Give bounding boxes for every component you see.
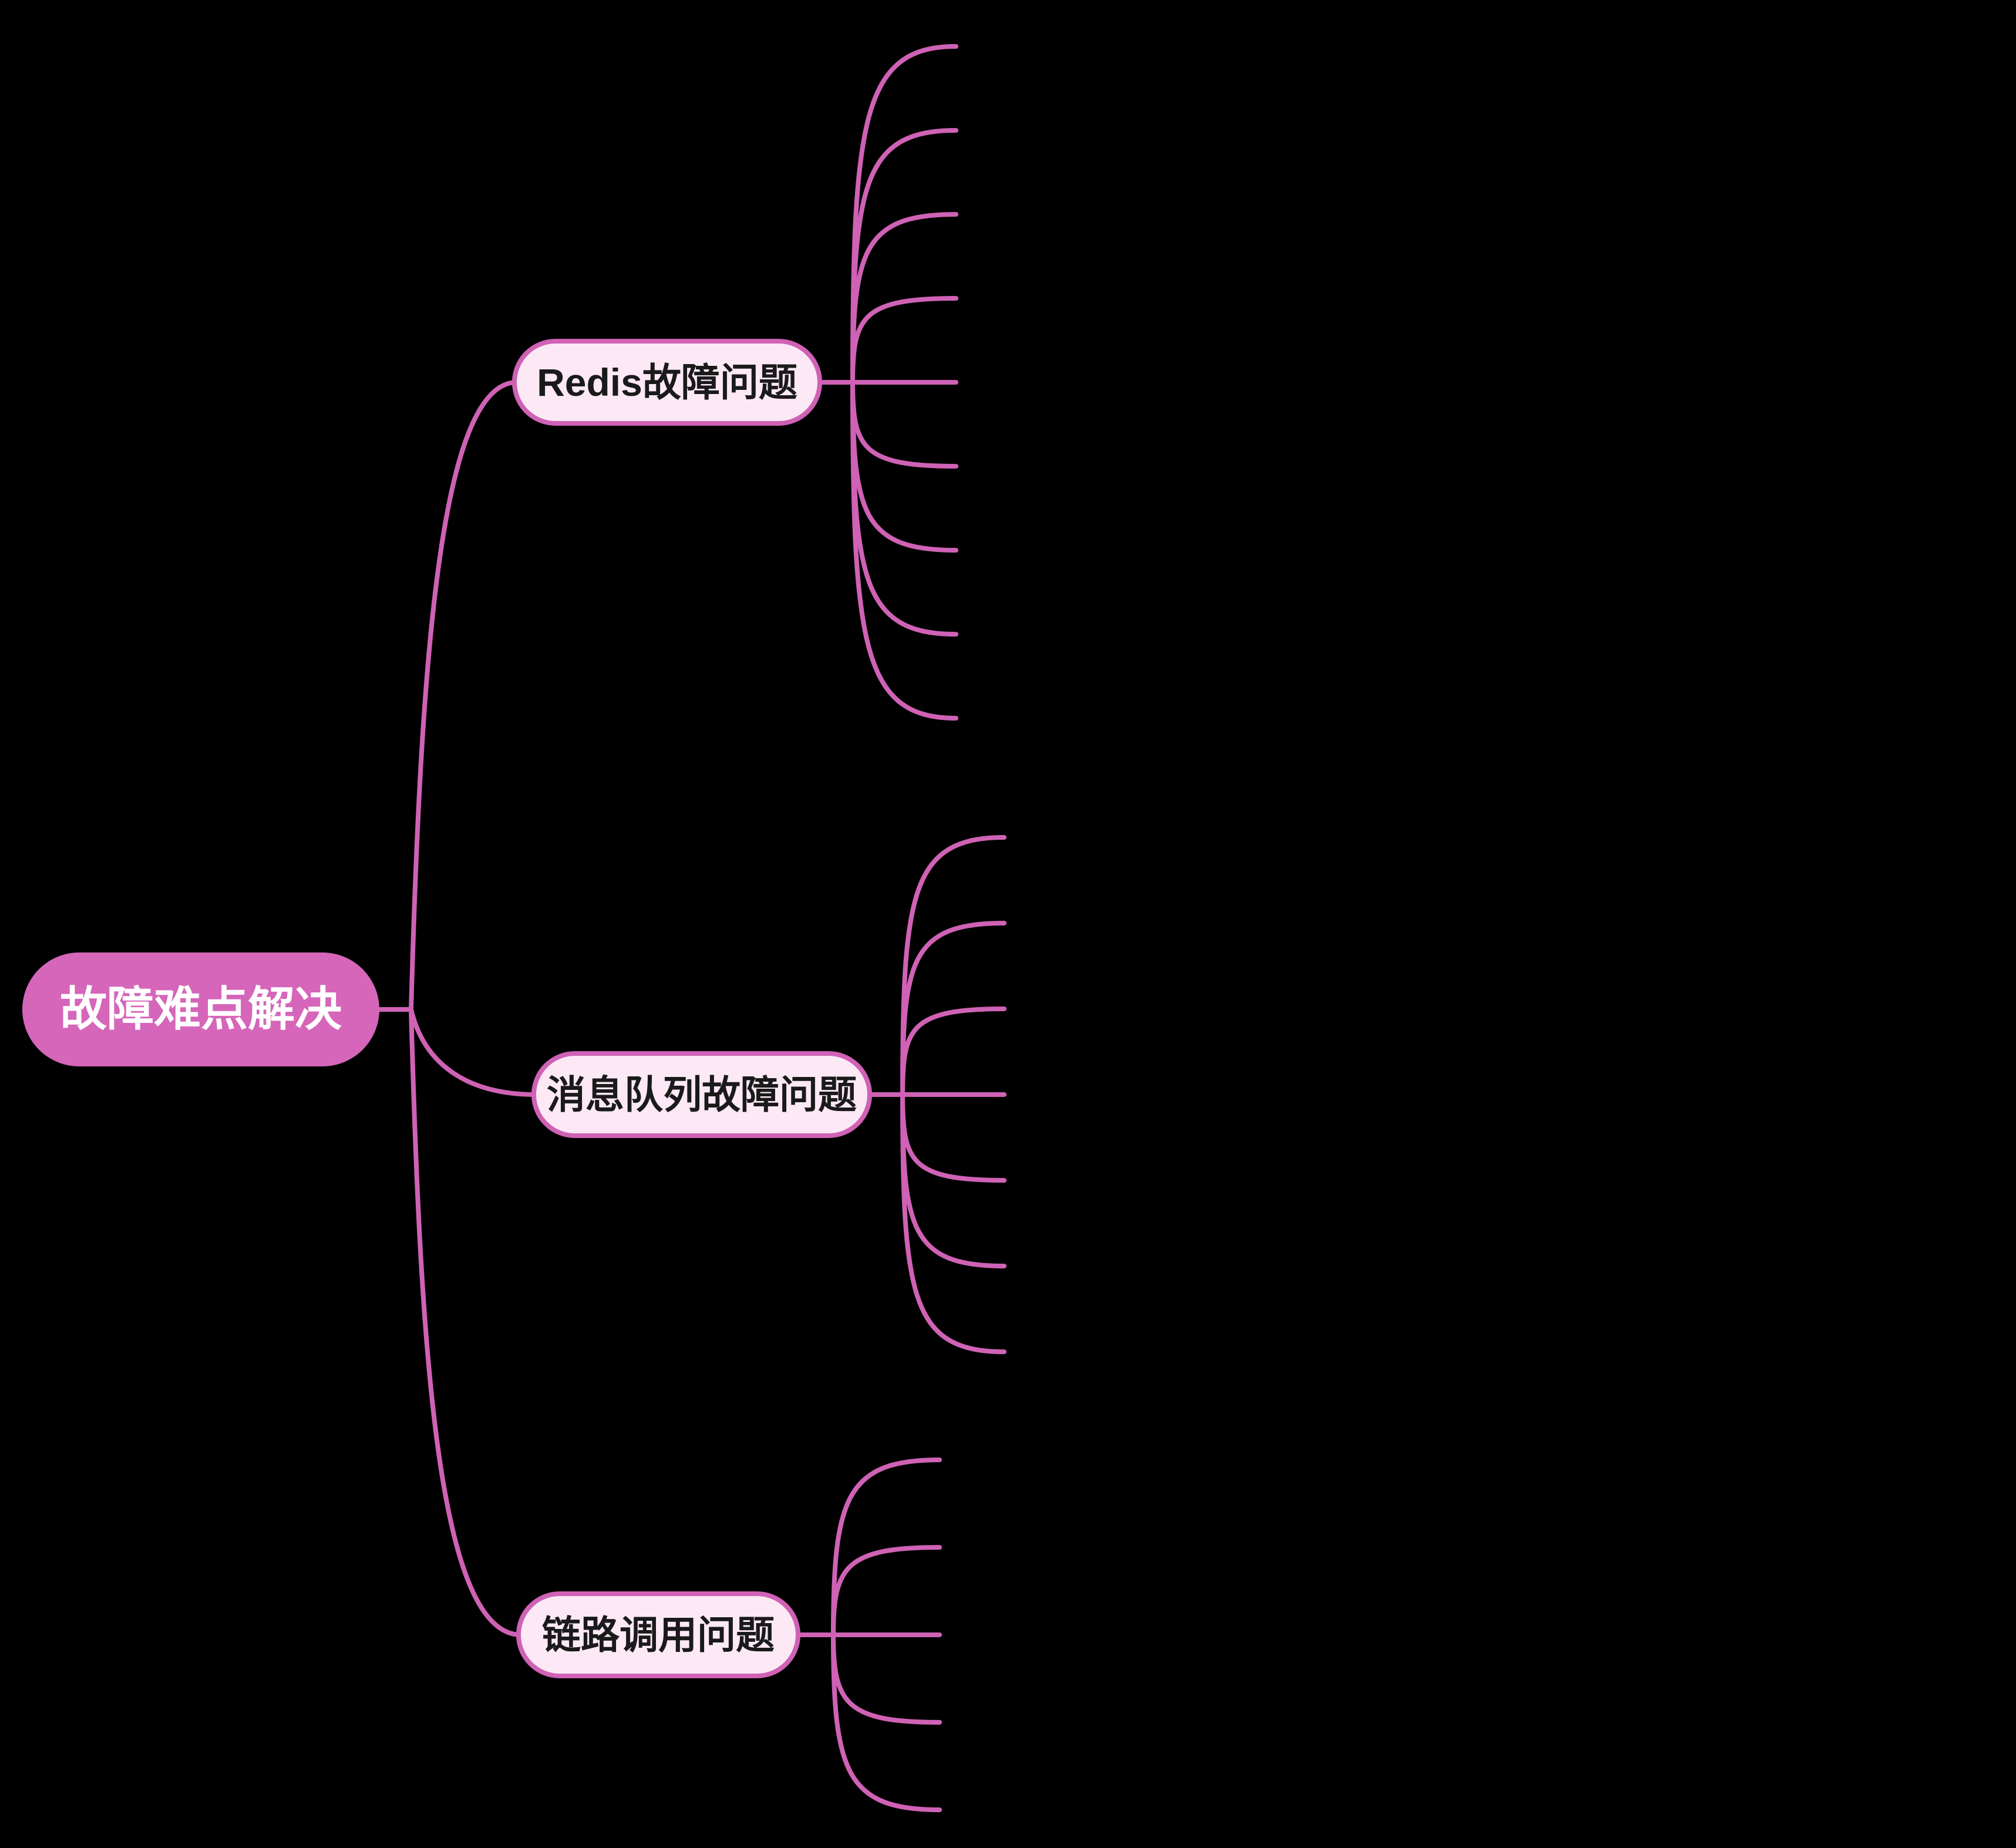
connector-root-to-redis bbox=[409, 380, 519, 1012]
redis-label: Redis故障问题 bbox=[537, 361, 797, 404]
node-link-call-issues[interactable]: 链路调用问题 bbox=[516, 1591, 800, 1678]
mq-pill-shape[interactable] bbox=[531, 1051, 872, 1138]
redis-pill-shape[interactable] bbox=[512, 339, 822, 426]
connector-root-to-link bbox=[409, 1007, 523, 1637]
leaf-branch bbox=[850, 380, 958, 469]
root-connectors bbox=[375, 380, 539, 1637]
leaf-branch bbox=[850, 380, 958, 721]
node-mq-issues[interactable]: 消息队列故障问题 bbox=[531, 1051, 872, 1138]
link-label: 链路调用问题 bbox=[542, 1613, 775, 1657]
leaf-branch bbox=[831, 1632, 942, 1812]
leaf-branch bbox=[900, 835, 1007, 1097]
mq-leaf-branches bbox=[864, 835, 1007, 1354]
link-pill-shape[interactable] bbox=[516, 1591, 800, 1678]
link-leaf-branches bbox=[792, 1457, 942, 1812]
leaf-branch bbox=[831, 1545, 942, 1637]
leaf-branch bbox=[831, 1632, 942, 1725]
leaf-branch bbox=[850, 296, 958, 385]
connector-root-to-mq bbox=[409, 1007, 539, 1097]
root-label: 故障难点解决 bbox=[60, 983, 342, 1035]
mq-label: 消息队列故障问题 bbox=[547, 1073, 857, 1116]
redis-leaf-branches bbox=[814, 44, 958, 721]
node-root[interactable]: 故障难点解决 bbox=[22, 952, 379, 1066]
leaf-branch bbox=[900, 1092, 1007, 1354]
leaf-branch bbox=[900, 921, 1007, 1097]
leaf-branch bbox=[850, 212, 958, 385]
node-redis-issues[interactable]: Redis故障问题 bbox=[512, 339, 822, 426]
leaf-branch bbox=[900, 1092, 1007, 1183]
leaf-branch bbox=[831, 1457, 942, 1637]
leaf-branch bbox=[900, 1007, 1007, 1097]
root-pill-shape[interactable] bbox=[22, 952, 379, 1066]
